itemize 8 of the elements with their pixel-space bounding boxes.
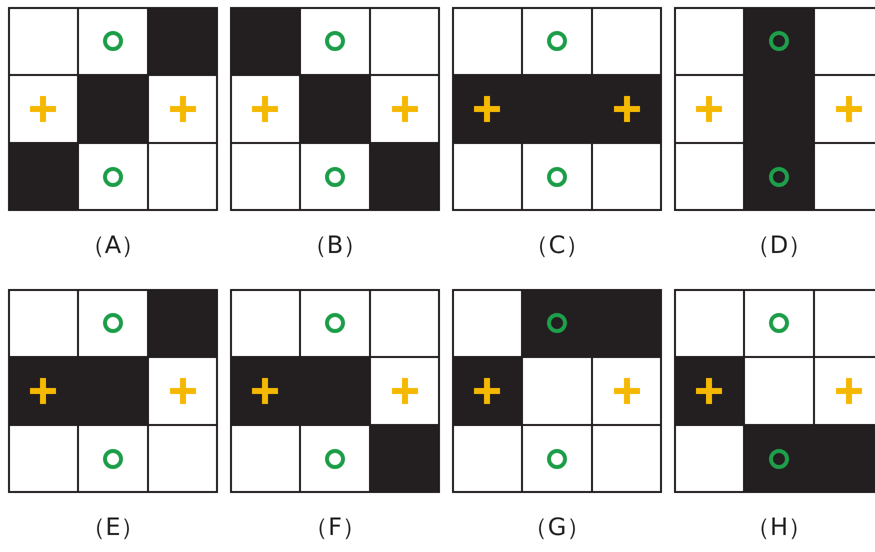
option-label: （H）	[746, 512, 812, 543]
option-label: （F）	[304, 512, 366, 543]
option-label: （A）	[80, 230, 146, 261]
option-label: （D）	[746, 230, 812, 261]
option-label: （C）	[524, 230, 590, 261]
option-label: （B）	[302, 230, 368, 261]
option-label: （E）	[81, 512, 145, 543]
option-label: （G）	[524, 512, 590, 543]
